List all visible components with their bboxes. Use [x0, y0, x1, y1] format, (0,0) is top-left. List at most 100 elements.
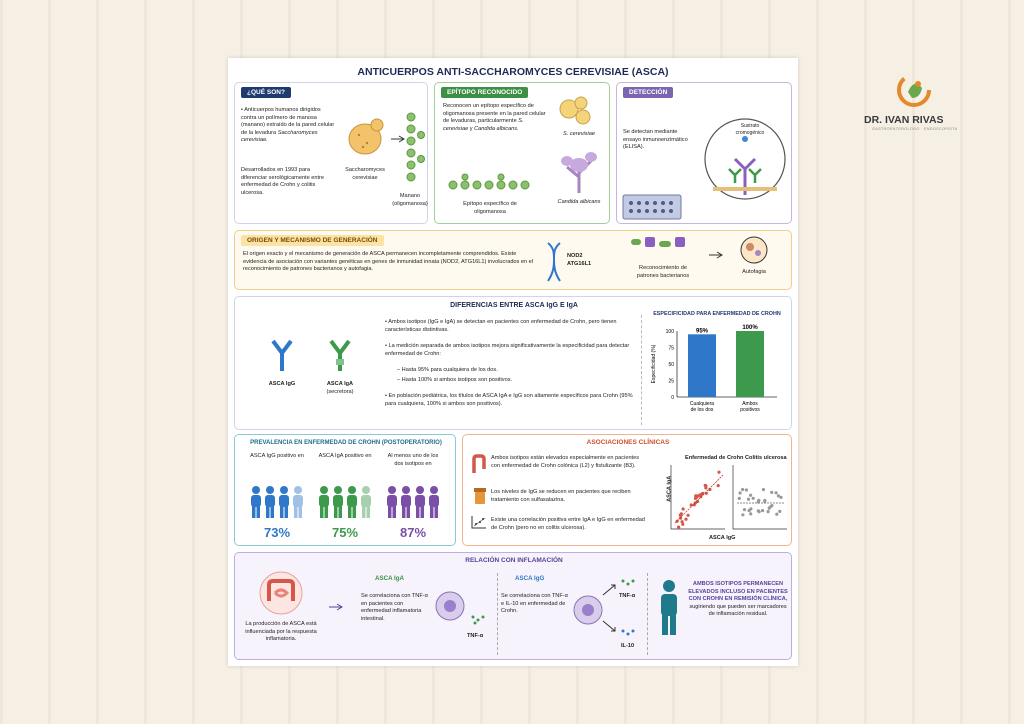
scatter-point — [737, 496, 741, 500]
inflam-iga-title: ASCA IgA — [375, 575, 404, 582]
inflam-iga-cyt: TNF-α — [467, 633, 484, 639]
people-icon — [387, 486, 439, 518]
scatter-point — [742, 508, 747, 512]
scatter-point — [776, 494, 780, 498]
origen-header: ORIGEN Y MECANISMO DE GENERACIÓN — [241, 235, 384, 246]
logo-icon — [897, 73, 931, 107]
scatter-point — [741, 487, 745, 492]
inflam-iga-text: Se correlaciona con TNF-α en pacientes c… — [361, 593, 428, 622]
dif-bullet-2: • La medición separada de ambos isotipos… — [385, 343, 630, 357]
immune-cell-icon-1 — [435, 591, 465, 621]
x-tick-label: positivos — [740, 407, 760, 413]
dif-bullet-3: • En población pediátrica, los títulos d… — [385, 393, 633, 407]
people-icon — [319, 486, 371, 518]
arrow-icon-2 — [709, 251, 723, 259]
scatter-crohn-label: Enfermedad de Crohn — [685, 455, 744, 461]
scatter-point — [775, 512, 779, 516]
intestine-icon — [259, 571, 303, 615]
mannan-label: Manano (oligomanosa) — [392, 193, 428, 207]
scatter-point — [680, 520, 684, 524]
iga-label: ASCA IgA — [326, 381, 354, 387]
diferencias-header: DIFERENCIAS ENTRE ASCA IgG E IgA — [450, 302, 578, 309]
chart-title: ESPECIFICIDAD PARA ENFERMEDAD DE CROHN — [653, 311, 781, 317]
asociaciones-section: ASOCIACIONES CLÍNICAS Ambos isotipos est… — [462, 434, 792, 546]
que-son-p1: • Anticuerpos humanos dirigidos contra u… — [241, 107, 335, 144]
autophagy-icon — [740, 236, 768, 264]
deteccion-text: Se detectan mediante ensayo inmunoenzimá… — [623, 129, 688, 151]
scatter-cu-label: Colitis ulcerosa — [745, 455, 787, 461]
prevalencia-section: PREVALENCIA EN ENFERMEDAD DE CROHN (POST… — [234, 434, 456, 546]
scatter-point — [716, 484, 720, 488]
deteccion-header: DETECCIÓN — [623, 87, 674, 98]
scatter-point — [717, 470, 721, 474]
bar-value-label: 95% — [696, 328, 709, 334]
substrate-label: Sustrato cromogénico — [735, 123, 765, 136]
scatter-point — [768, 505, 772, 509]
inflam-left-text: La producción de ASCA está influenciada … — [245, 621, 317, 643]
epitope-chain-icon — [448, 173, 530, 190]
dif-sub-1: – Hasta 95% para cualquiera de los dos. — [397, 367, 498, 373]
deteccion-section: DETECCIÓN Se detectan mediante ensayo in… — [616, 82, 792, 224]
prevalencia-item-value: 75% — [331, 525, 359, 540]
people-icon — [251, 486, 303, 518]
x-tick-label: Cualquiera — [690, 401, 714, 407]
inflamacion-section: RELACIÓN CON INFLAMACIÓN La producción d… — [234, 552, 792, 660]
genes-label: NOD2 ATG16L1 — [567, 253, 592, 267]
arrow-icon-3 — [329, 603, 343, 611]
scatter-point — [679, 516, 683, 520]
x-tick-label: Ambos — [742, 401, 758, 407]
scatter-point — [749, 512, 753, 516]
scatter-x-label: ASCA IgG — [709, 535, 736, 541]
que-son-p2: Desarrollados en 1993 para diferenciar s… — [241, 167, 325, 196]
prevalencia-item-value: 73% — [263, 525, 291, 540]
origen-text: El origen exacto y el mecanismo de gener… — [243, 251, 534, 273]
cytokine-icon-3 — [621, 629, 635, 636]
scatter-point — [774, 491, 778, 495]
poster: ANTICUERPOS ANTI-SACCHAROMYCES CEREVISIA… — [228, 58, 798, 666]
remision-text: AMBOS ISOTIPOS PERMANECEN ELEVADOS INCLU… — [688, 581, 788, 618]
yeast-label: Saccharomyces cerevisiae — [345, 167, 385, 181]
scatter-point — [766, 510, 770, 514]
bar-value-label: 100% — [742, 325, 758, 331]
prevalencia-item-label: ASCA IgG positivo en — [250, 453, 304, 459]
elisa-plate-icon — [622, 194, 682, 220]
scatter-point — [692, 503, 696, 507]
inflam-igg-cyt1: TNF-α — [619, 593, 636, 599]
assoc-1: Ambos isotipos están elevados especialme… — [491, 455, 640, 469]
scatter-point — [679, 512, 683, 516]
inflam-igg-title: ASCA IgG — [515, 575, 545, 582]
y-tick-label: 25 — [668, 379, 674, 385]
arrow-up-icon — [602, 584, 616, 596]
correlation-scatter — [670, 465, 787, 530]
arrow-icon — [391, 135, 405, 143]
scatter-point — [684, 517, 688, 521]
igg-label: ASCA IgG — [268, 381, 296, 387]
scatter-point — [677, 526, 681, 530]
assoc-3: Existe una correlación positiva entre Ig… — [491, 517, 645, 531]
scatter-point — [749, 493, 753, 497]
scatter-point — [751, 496, 755, 500]
prevalencia-item-label: Al menos uno de los dos isotipos en — [387, 453, 439, 467]
arrow-down-icon — [602, 620, 616, 632]
origen-section: ORIGEN Y MECANISMO DE GENERACIÓN El orig… — [234, 230, 792, 290]
dna-icon — [547, 242, 561, 282]
bar — [736, 331, 764, 397]
scatter-point — [763, 499, 767, 503]
epitopo-text: Reconocen un epítopo específico de oligo… — [443, 103, 546, 132]
y-tick-label: 0 — [671, 395, 674, 401]
autofagia-label: Autofagia — [742, 269, 766, 275]
dif-bullet-1: • Ambos isotipos (IgG e IgA) se detectan… — [385, 319, 617, 333]
magnify-circle-icon — [704, 118, 786, 200]
que-son-header: ¿QUÉ SON? — [241, 87, 291, 98]
scatter-point — [744, 488, 748, 492]
scatter-point — [778, 509, 782, 513]
iga-antibody-icon — [329, 339, 351, 371]
yeast-icon — [348, 118, 384, 155]
ca-label: Candida albicans — [557, 199, 601, 205]
logo-tagline: GASTROENTEROLOGO · ENDOSCOPISTA — [872, 127, 958, 131]
inflam-igg-text: Se correlaciona con TNF-α e IL-10 en enf… — [501, 593, 568, 615]
scatter-point — [770, 490, 774, 494]
colon-icon — [472, 454, 486, 473]
epitope-chain-label: Epítopo específico de oligomanosa — [463, 201, 517, 215]
